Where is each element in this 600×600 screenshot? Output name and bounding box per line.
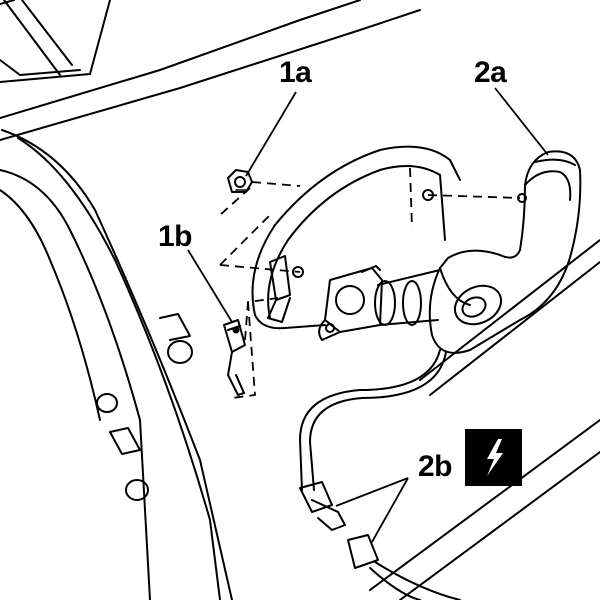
callout-2a: 2a [474,56,507,89]
lightning-bolt-icon [465,429,522,486]
lock-cylinder [318,265,441,341]
clip-1b [223,319,246,396]
wiring-cable [299,349,461,600]
door-handle-2a [428,150,582,354]
callout-1b: 1b [158,220,193,253]
callout-2b: 2b [418,450,453,483]
callout-1a: 1a [279,56,312,89]
mounting-plate [251,145,461,330]
